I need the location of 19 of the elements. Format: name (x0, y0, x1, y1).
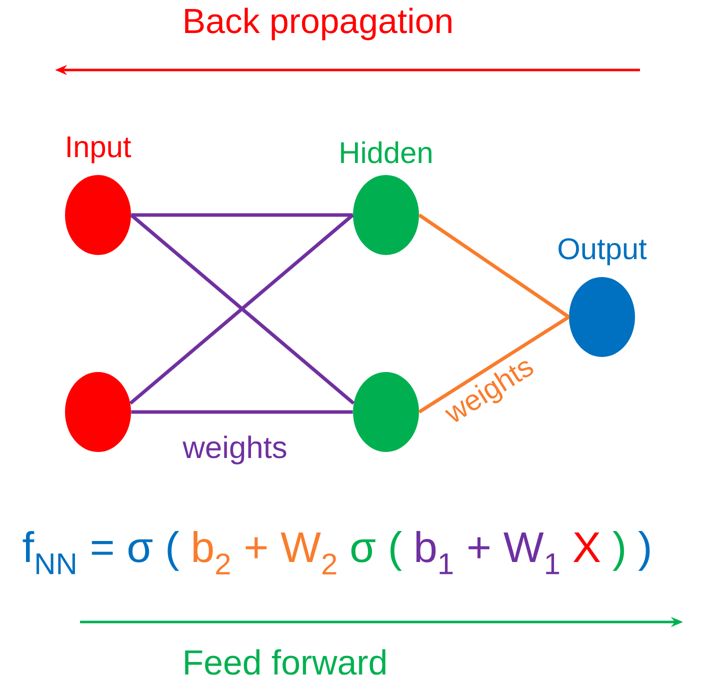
formula-part: ) (638, 530, 650, 571)
heading-text: Feed forward (185, 649, 386, 675)
formula-part: ) (612, 530, 624, 571)
weights-label: weights (182, 436, 286, 464)
connection-line (418, 316, 570, 414)
node-label: Hidden (341, 141, 432, 164)
formula-part: b$_{1}$ + W$_{1}$ (416, 530, 560, 574)
connection-line (131, 213, 353, 217)
heading-text: Back propagation (185, 8, 452, 40)
formula-part: σ ( (351, 530, 402, 571)
neuron-circle (65, 372, 131, 452)
node-label: Output (558, 238, 647, 266)
formula-part: f$_{NN}$ = σ ( (22, 530, 180, 574)
connection-line (131, 410, 353, 414)
formula-part: X (573, 532, 600, 562)
neuron-circle (353, 372, 419, 452)
formula-part: b$_{2}$ + W$_{2}$ (194, 530, 336, 574)
connection-line (418, 214, 570, 318)
node-label: Input (68, 136, 132, 164)
